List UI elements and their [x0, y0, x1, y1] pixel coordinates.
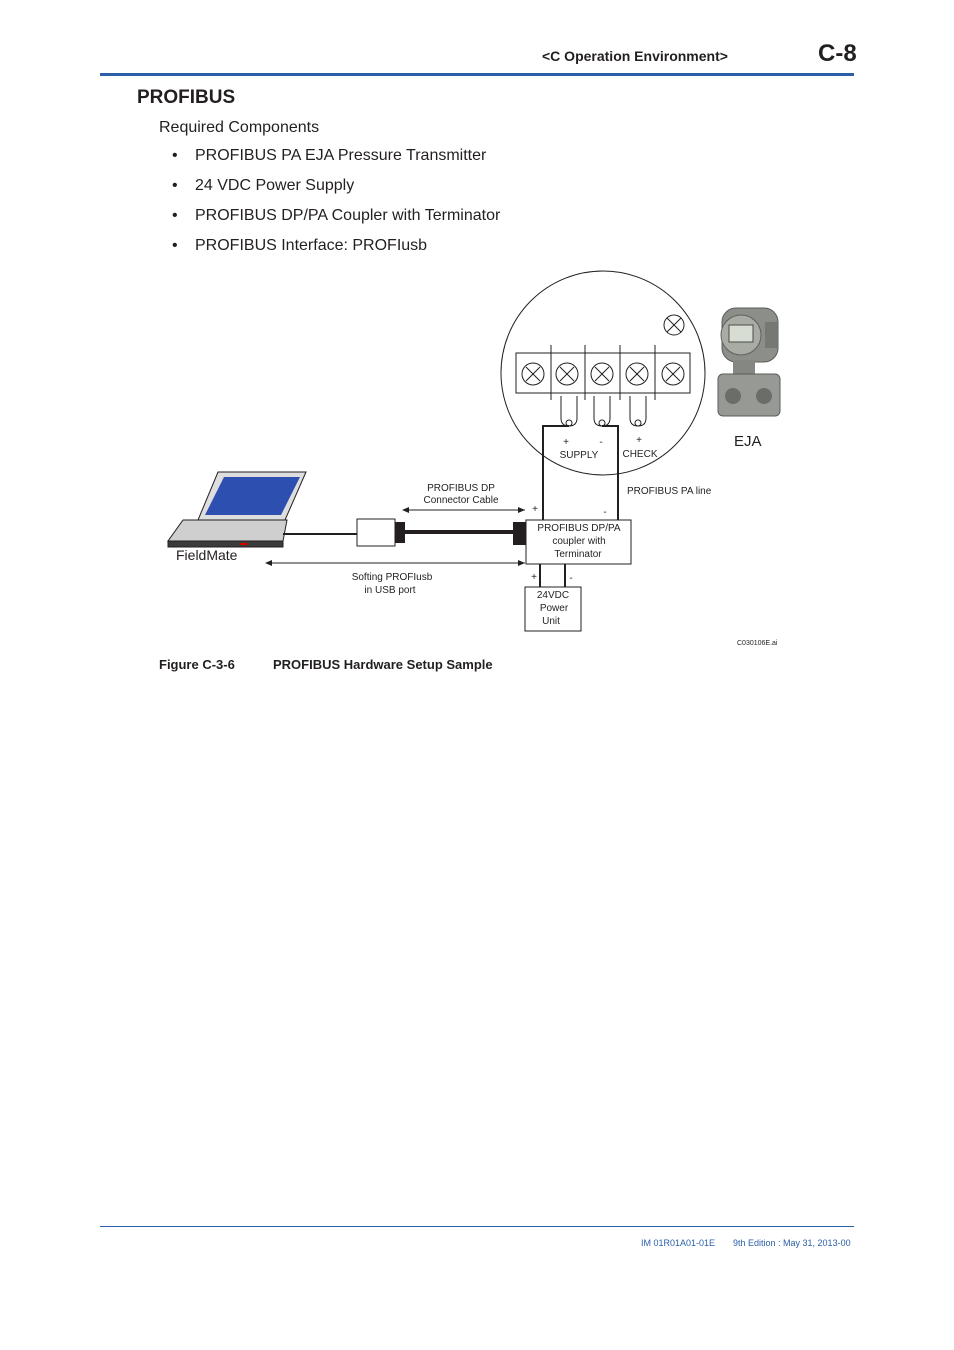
- bullet: •: [172, 207, 178, 224]
- list-item-text: PROFIBUS Interface: PROFIusb: [195, 237, 428, 254]
- footer-rule: [100, 1226, 854, 1227]
- usb-label-line2: in USB port: [364, 585, 415, 596]
- power-minus: -: [569, 573, 572, 584]
- figure-caption-text: PROFIBUS Hardware Setup Sample: [273, 657, 493, 672]
- coupler-minus: -: [603, 507, 606, 518]
- supply-label: SUPPLY: [560, 450, 599, 461]
- profiusb-interface-box: [356, 518, 396, 547]
- power-plus: +: [531, 572, 537, 583]
- terminal-plus-check: +: [636, 435, 642, 446]
- list-item-text: 24 VDC Power Supply: [195, 177, 355, 194]
- eja-label: EJA: [734, 433, 762, 450]
- screw-icon: [521, 362, 545, 386]
- fieldmate-label: FieldMate: [176, 547, 238, 563]
- components-list: • PROFIBUS PA EJA Pressure Transmitter • 2…: [172, 147, 500, 267]
- footer-doc-id: IM 01R01A01-01E: [641, 1238, 716, 1248]
- eja-transmitter-image: [717, 307, 781, 417]
- screw-icon: [555, 362, 579, 386]
- required-components-label: Required Components: [159, 119, 320, 136]
- profibus-pa-wires: [542, 425, 619, 520]
- terminal-lug: [560, 396, 578, 427]
- check-label: CHECK: [622, 449, 657, 460]
- dp-connector-right: [513, 522, 526, 545]
- coupler-label-line2: coupler with: [552, 536, 605, 547]
- pa-line-label: PROFIBUS PA line: [627, 486, 712, 497]
- terminal-block-zoom-circle: [500, 270, 706, 476]
- power-label-line2: Power: [540, 603, 569, 614]
- usb-label-line1: Softing PROFIusb: [352, 572, 433, 583]
- list-item-text: PROFIBUS DP/PA Coupler with Terminator: [195, 207, 501, 224]
- list-item-text: PROFIBUS PA EJA Pressure Transmitter: [195, 147, 487, 164]
- bullet: •: [172, 177, 178, 194]
- dp-cable-label-line2: Connector Cable: [423, 495, 498, 506]
- list-item: • 24 VDC Power Supply: [172, 177, 500, 207]
- header-page-number: C-8: [818, 40, 857, 67]
- list-item: • PROFIBUS PA EJA Pressure Transmitter: [172, 147, 500, 177]
- screw-icon: [625, 362, 649, 386]
- bullet: •: [172, 237, 178, 254]
- screw-icon: [661, 362, 685, 386]
- list-item: • PROFIBUS DP/PA Coupler with Terminator: [172, 207, 500, 237]
- bullet: •: [172, 147, 178, 164]
- coupler-label-line3: Terminator: [554, 549, 602, 560]
- header-section-title: <C Operation Environment>: [542, 48, 728, 64]
- footer-edition: 9th Edition : May 31, 2013-00: [733, 1238, 851, 1248]
- figure-caption-number: Figure C-3-6: [159, 657, 235, 672]
- terminal-strip: [515, 345, 691, 400]
- coupler-label-line1: PROFIBUS DP/PA: [537, 523, 620, 534]
- terminal-lug: [629, 396, 647, 427]
- section-title: PROFIBUS: [137, 87, 236, 108]
- hardware-setup-diagram: + - + SUPPLY CHECK EJA PROFIBUS DP Conne…: [167, 270, 781, 647]
- terminal-plus-supply: +: [563, 437, 569, 448]
- terminal-minus-supply: -: [599, 437, 602, 448]
- ground-screw-icon: [663, 314, 685, 336]
- screw-icon: [590, 362, 614, 386]
- figure-file-id: C030106E.ai: [737, 640, 778, 647]
- header-rule: [100, 73, 854, 76]
- coupler-box: [525, 519, 632, 565]
- coupler-plus: +: [532, 504, 538, 515]
- list-item: • PROFIBUS Interface: PROFIusb: [172, 237, 500, 267]
- power-unit-box: [524, 586, 582, 632]
- power-label-line1: 24VDC: [537, 590, 569, 601]
- terminal-lug: [593, 396, 611, 427]
- power-label-line3: Unit: [542, 616, 560, 627]
- laptop-icon: [167, 471, 307, 548]
- dp-cable-label-line1: PROFIBUS DP: [427, 483, 495, 494]
- dp-connector-left: [395, 522, 405, 543]
